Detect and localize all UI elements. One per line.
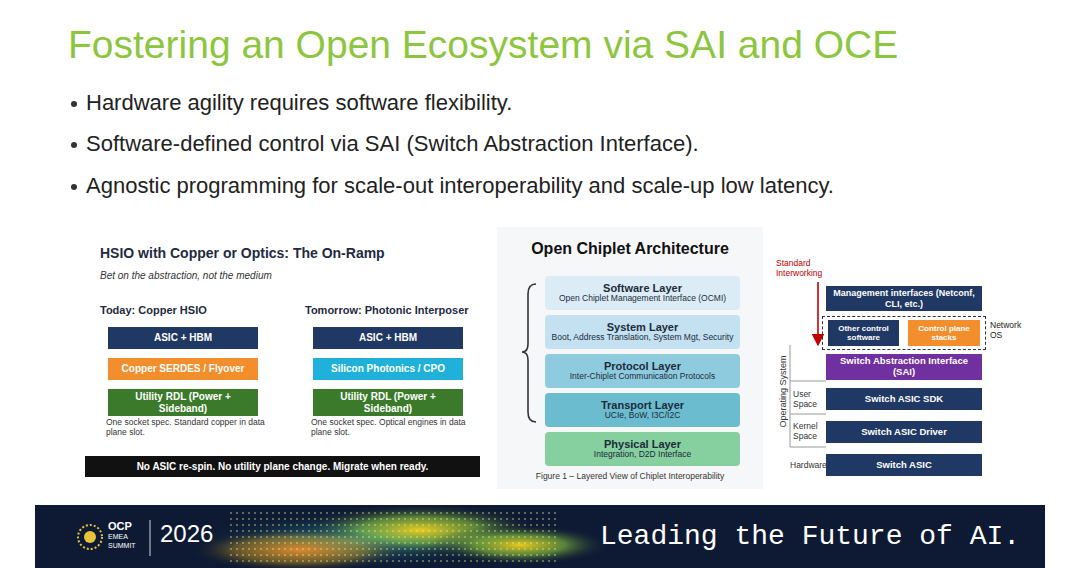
box-text: Software Layer [603,282,682,295]
box-text: Switch ASIC SDK [865,394,943,405]
layer-box: Protocol LayerInter-Chiplet Communicatio… [545,354,740,388]
box-subtext: Boot, Address Translation, System Mgt, S… [552,333,734,343]
os-dividers [790,345,826,447]
stack-box: Management interfaces (Netconf, CLI, etc… [826,286,982,311]
event-year: 2026 [160,520,213,549]
box-text: Silicon Photonics / CPO [331,363,445,375]
figure-caption: Figure 1 – Layered View of Chiplet Inter… [497,471,763,481]
layer-box: Software LayerOpen Chiplet Management In… [545,276,740,310]
layer-box: System LayerBoot, Address Translation, S… [545,315,740,349]
stack-box: Switch ASIC [826,454,982,476]
box-text: Management interfaces (Netconf, CLI, etc… [830,288,978,309]
group-label: Network OS [990,321,1030,341]
logo-text: OCP [108,520,132,533]
interworking-arrow [817,282,819,340]
summary-bar: No ASIC re-spin. No utility plane change… [85,456,480,477]
logo-text: SUMMIT [108,542,136,550]
banner-swirl [190,504,610,568]
stack-box: Other control software [828,320,899,346]
layer-box: Transport LayerUCIe, BoW, I3C/I2C [545,393,740,427]
side-label: Operating System [778,331,789,451]
column-note: One socket spec. Standard copper in data… [106,417,271,437]
box-text: No ASIC re-spin. No utility plane change… [137,461,429,473]
box-text: Protocol Layer [604,360,681,373]
side-label: User Space [793,389,825,409]
ocp-logo [78,520,150,556]
bullet-dots [71,101,77,190]
box-subtext: Open Chiplet Management Interface (OCMI) [559,294,726,304]
side-label: Kernel Space [793,421,826,441]
panel-title: HSIO with Copper or Optics: The On-Ramp [100,245,470,262]
column-note: One socket spec. Optical engines in data… [311,417,476,437]
box-text: System Layer [607,321,679,334]
box-text: Switch ASIC [876,460,932,471]
stack-box: Switch Abstraction Interface (SAI) [826,354,982,380]
box-text: Utility RDL (Power + Sideband) [317,391,459,414]
box-text: Other control software [832,324,895,342]
panel-subtitle: Bet on the abstraction, not the medium [100,270,400,282]
box-text: Switch Abstraction Interface (SAI) [830,356,978,378]
box-subtext: Integration, D2D Interface [594,450,691,460]
hsio-panel [85,236,480,478]
box-text: Control plane stacks [912,324,976,342]
footer-banner [35,505,1045,568]
banner-tagline: Leading the Future of AI. [600,520,1020,554]
package-box: Silicon Photonics / CPO [313,358,463,380]
column-heading: Today: Copper HSIO [100,304,290,317]
logo-text: EMEA [108,533,128,541]
annotation: Standard Interworking [776,258,836,278]
bullet-text: Agnostic programming for scale-out inter… [86,173,834,199]
slide-title: Fostering an Open Ecosystem via SAI and … [68,22,898,69]
chiplet-panel [497,227,763,489]
package-box: ASIC + HBM [313,327,463,349]
package-box: Utility RDL (Power + Sideband) [313,389,463,416]
box-text: Switch ASIC Driver [861,427,947,438]
stack-box: Switch ASIC Driver [826,421,982,443]
box-subtext: UCIe, BoW, I3C/I2C [605,411,681,421]
box-text: Utility RDL (Power + Sideband) [112,391,254,414]
group-box: Network OSOther control softwareControl … [822,316,986,350]
stack-box: Control plane stacks [908,320,980,346]
side-label: Hardware [790,460,826,470]
box-text: Physical Layer [604,438,681,451]
box-subtext: Inter-Chiplet Communication Protocols [570,372,716,382]
box-text: Transport Layer [601,399,684,412]
box-text: ASIC + HBM [359,332,417,344]
column-heading: Tomorrow: Photonic Interposer [305,304,475,317]
package-box: Copper SERDES / Flyover [108,358,258,380]
panel-title: Open Chiplet Architecture [497,239,763,258]
package-box: Utility RDL (Power + Sideband) [108,389,258,416]
bullet-text: Hardware agility requires software flexi… [86,90,512,116]
layer-brace [522,284,536,422]
box-text: Copper SERDES / Flyover [122,363,245,375]
bullet-text: Software-defined control via SAI (Switch… [86,131,699,157]
box-text: ASIC + HBM [154,332,212,344]
package-box: ASIC + HBM [108,327,258,349]
stack-box: Switch ASIC SDK [826,388,982,410]
layer-box: Physical LayerIntegration, D2D Interface [545,432,740,466]
